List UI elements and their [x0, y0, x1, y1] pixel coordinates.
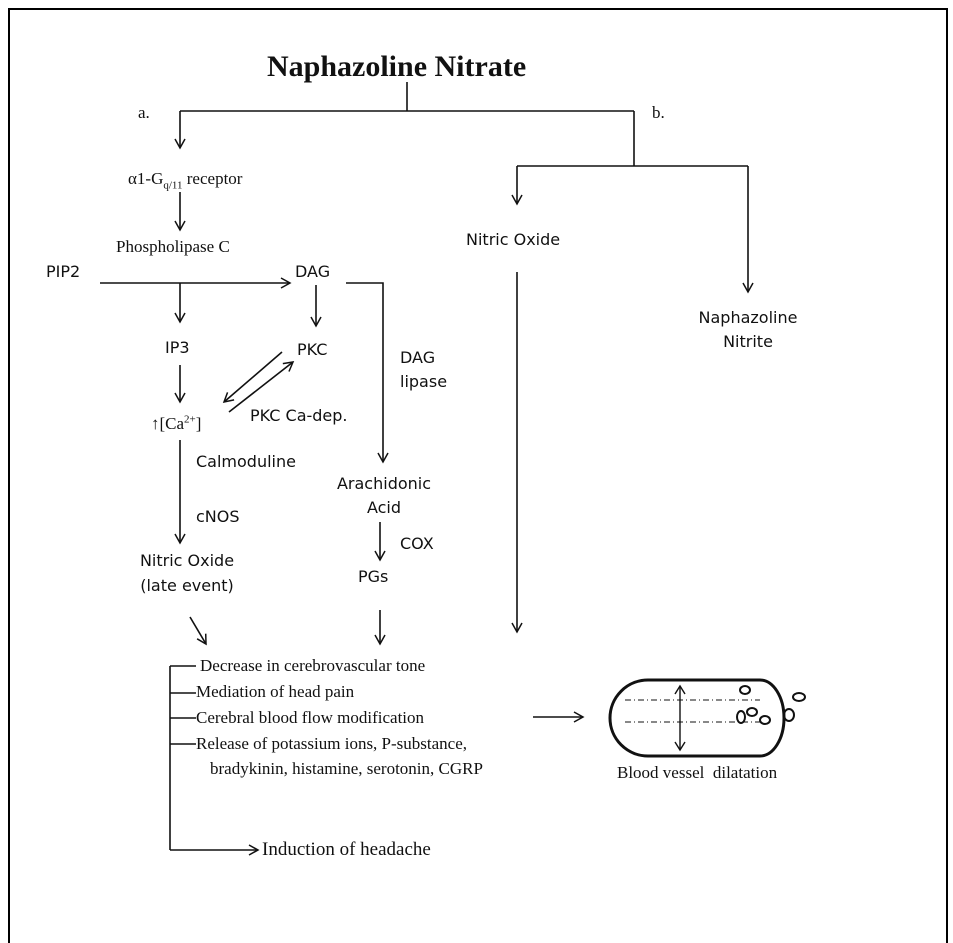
late-nitric-oxide-label-1: Nitric Oxide	[139, 551, 235, 570]
vessel-label: Blood vessel dilatation	[617, 763, 778, 782]
arachidonic-label-2: Acid	[366, 498, 402, 517]
pgs-label: PGs	[358, 567, 389, 586]
cox-label: COX	[400, 534, 434, 553]
ip3-label: IP3	[165, 338, 190, 357]
calmoduline-label: Calmoduline	[196, 452, 296, 471]
arrow-pkc-to-ca	[222, 351, 283, 404]
dag-lipase-label-1: DAG	[400, 348, 436, 367]
diagram-title: Naphazoline Nitrate	[267, 50, 527, 83]
nitric-oxide-label: Nitric Oxide	[466, 230, 561, 249]
phospholipase-label: Phospholipase C	[116, 237, 230, 256]
branch-a-label: a.	[138, 103, 150, 122]
induction-label: Induction of headache	[262, 839, 431, 860]
late-nitric-oxide-label-2: (late event)	[140, 576, 234, 595]
effect-item: Cerebral blood flow modification	[196, 708, 425, 727]
dag-lipase-label-2: lipase	[400, 372, 448, 391]
pip2-label: PIP2	[46, 262, 81, 281]
effect-item: Decrease in cerebrovascular tone	[200, 656, 426, 675]
dag-label: DAG	[295, 262, 331, 281]
naphazoline-nitrite-label-2: Nitrite	[723, 332, 773, 351]
diagram-frame	[8, 8, 948, 943]
arrow-late-no-down	[189, 616, 207, 646]
arachidonic-label-1: Arachidonic	[336, 474, 432, 493]
pkc-label: PKC	[297, 340, 328, 359]
naphazoline-nitrite-label-1: Naphazoline	[698, 308, 798, 327]
effect-item: bradykinin, histamine, serotonin, CGRP	[210, 759, 483, 778]
calcium-label: ↑[Ca2+]	[151, 413, 202, 433]
effect-item: Release of potassium ions, P-substance,	[196, 734, 468, 753]
branch-b-label: b.	[652, 103, 665, 122]
pkc-ca-dep-label: PKC Ca-dep.	[250, 406, 348, 425]
arrow-dag-lipase	[346, 282, 389, 464]
effect-item: Mediation of head pain	[196, 682, 355, 701]
arrow-ca-to-pkc	[228, 361, 295, 413]
receptor-label: α1-Gq/11 receptor	[128, 169, 243, 192]
blood-vessel-icon	[608, 678, 806, 758]
cnos-label: cNOS	[196, 507, 240, 526]
